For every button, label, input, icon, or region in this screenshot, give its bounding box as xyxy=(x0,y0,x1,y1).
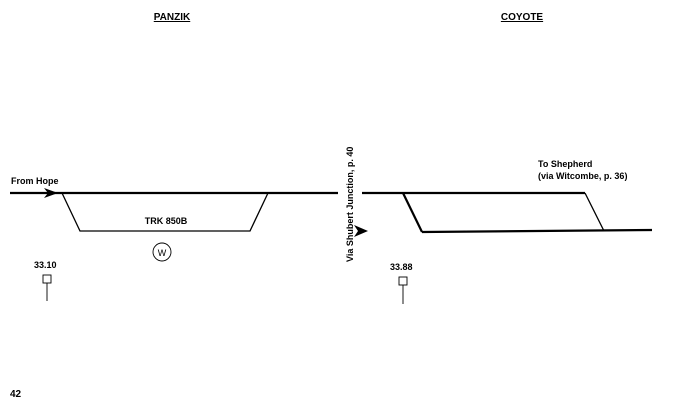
main-line-lower-coyote xyxy=(421,228,653,234)
track-label: TRK 850B xyxy=(145,216,188,226)
siding-track-panzik xyxy=(61,192,269,232)
junction-arrow-icon xyxy=(354,225,368,237)
direction-arrow-icon xyxy=(44,188,58,198)
milepost-label-left: 33.10 xyxy=(34,260,57,270)
station-name-coyote: COYOTE xyxy=(501,12,544,23)
branch-connection-coyote xyxy=(584,192,605,232)
from-label: From Hope xyxy=(11,176,59,186)
junction-label: Via Shubert Junction, p. 40 xyxy=(345,147,355,262)
milepost-marker-left-icon xyxy=(42,274,52,284)
milepost-marker-right-icon xyxy=(398,276,408,286)
to-label-line1: To Shepherd xyxy=(538,159,592,169)
water-symbol-icon xyxy=(152,242,172,262)
water-symbol-letter: W xyxy=(158,248,167,258)
to-label-line2: (via Witcombe, p. 36) xyxy=(538,171,627,181)
station-name-panzik: PANZIK xyxy=(154,12,191,23)
milepost-label-right: 33.88 xyxy=(390,262,413,272)
turnout-coyote xyxy=(402,192,423,233)
page-number: 42 xyxy=(10,389,22,400)
